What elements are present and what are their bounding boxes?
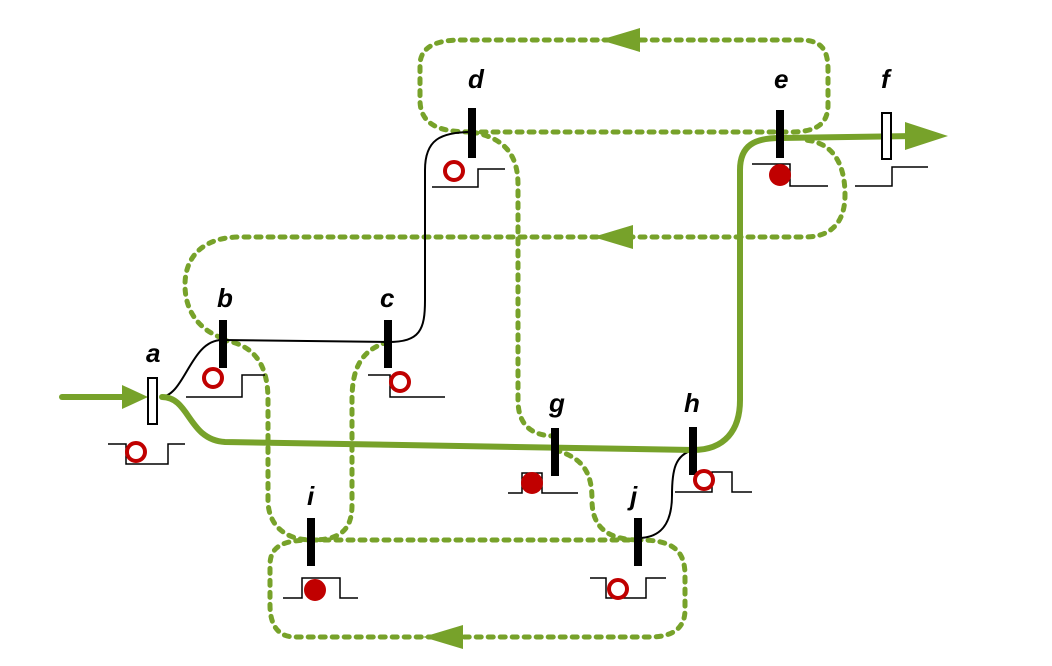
wire-h-to-j — [637, 449, 694, 539]
terminals — [147, 112, 892, 425]
terminal-f — [881, 112, 892, 160]
step-i — [283, 577, 358, 599]
node-labels: a b c d e f g h i j — [146, 64, 892, 511]
node-label-b: b — [217, 283, 233, 313]
switch-bar-c — [384, 320, 392, 368]
step-j — [590, 577, 666, 599]
top-loop-arrowhead — [600, 28, 640, 52]
loop-g-to-j — [552, 447, 643, 543]
node-label-g: g — [548, 388, 565, 418]
filled-marker-i — [304, 579, 326, 601]
node-label-i: i — [307, 481, 315, 511]
step-b — [186, 374, 265, 398]
open-marker-a — [125, 441, 147, 463]
node-label-f: f — [881, 64, 892, 94]
open-marker-h — [693, 469, 715, 491]
node-label-a: a — [146, 338, 160, 368]
loop-arrowheads — [423, 28, 640, 649]
bottom-loop-arrowhead — [423, 625, 463, 649]
input-arrowhead — [122, 385, 148, 409]
middle-loop-arrowhead — [593, 225, 633, 249]
wire-c-to-d — [387, 131, 473, 343]
switch-bar-h — [689, 427, 697, 475]
step-a — [108, 443, 185, 465]
main-path-arrowheads — [122, 122, 948, 409]
wire-b-to-c — [221, 339, 389, 343]
switch-bar-g — [551, 428, 559, 476]
switch-bars — [219, 108, 784, 566]
switch-wires — [159, 131, 694, 539]
main-route — [159, 133, 918, 454]
loop-b-to-i — [219, 337, 315, 543]
open-marker-c — [389, 371, 411, 393]
switch-bar-i — [307, 518, 315, 566]
step-f — [855, 166, 928, 187]
node-label-e: e — [774, 64, 788, 94]
filled-marker-e — [769, 164, 791, 186]
node-label-h: h — [684, 388, 700, 418]
step-h — [675, 471, 752, 493]
loop-c-to-i — [309, 339, 391, 543]
dotted-return-paths — [182, 37, 848, 640]
filled-marker-g — [521, 472, 543, 494]
loop-d-to-g — [469, 129, 558, 439]
state-markers — [125, 160, 791, 601]
step-d — [432, 168, 505, 188]
node-label-j: j — [627, 481, 638, 511]
open-marker-b — [202, 367, 224, 389]
middle-return-loop — [182, 137, 848, 341]
terminal-a — [147, 377, 158, 425]
node-label-d: d — [468, 64, 485, 94]
bottom-return-loop — [267, 537, 688, 640]
node-label-c: c — [380, 283, 395, 313]
switch-bar-e — [776, 110, 784, 158]
switch-bar-d — [468, 108, 476, 158]
switch-bar-j — [634, 518, 642, 566]
output-arrowhead — [905, 122, 948, 150]
open-marker-d — [443, 160, 465, 182]
switch-bar-b — [219, 320, 227, 368]
open-marker-j — [607, 578, 629, 600]
